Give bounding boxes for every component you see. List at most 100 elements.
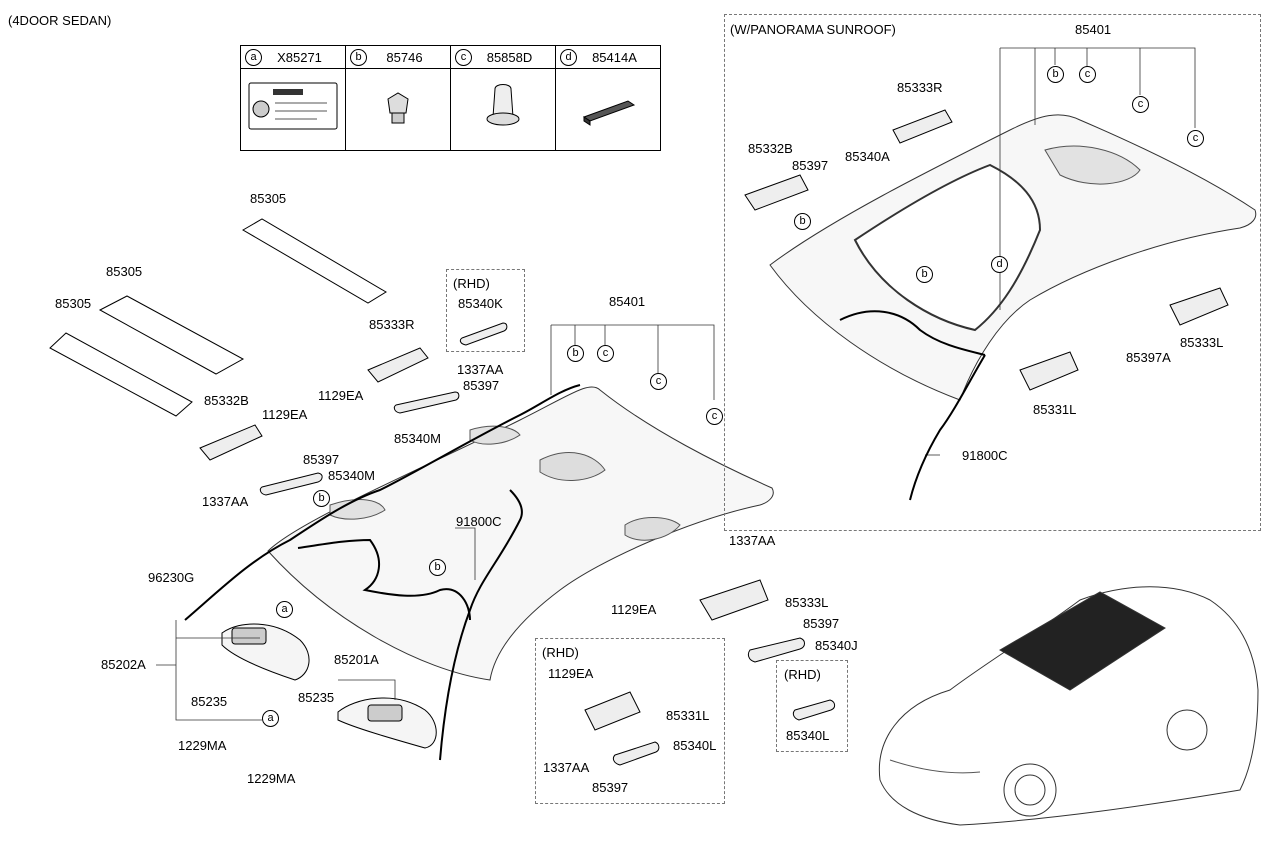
part-label-85333r-main: 85333R (369, 317, 415, 332)
handle-85340l-small (792, 699, 836, 721)
part-label-1129ea-c: 1129EA (611, 602, 657, 617)
legend-code-b: 85746 (386, 49, 423, 65)
part-label-1229ma-b: 1229MA (247, 771, 296, 786)
fastener-legend-table: a X85271 b 85746 c 85858D d 85414A (240, 45, 661, 151)
callout-main-a1: a (276, 601, 293, 618)
legend-letter-a: a (245, 48, 262, 66)
part-label-1337aa-d: 1337AA (543, 760, 590, 775)
part-label-85333r-sun: 85333R (897, 80, 943, 95)
callout-main-b3: b (429, 559, 446, 576)
part-label-85202a: 85202A (101, 657, 146, 672)
handle-85340j (747, 637, 805, 663)
part-label-85235-b: 85235 (298, 690, 335, 705)
part-label-85305-top: 85305 (250, 191, 287, 206)
part-label-85340l-a: 85340L (673, 738, 717, 753)
handle-85340l-rhd (612, 741, 660, 766)
part-label-85340m-a: 85340M (394, 431, 441, 446)
wire-harness-loop (297, 538, 471, 621)
part-label-85397-a: 85397 (463, 378, 500, 393)
sunroof-wire-91800c (839, 310, 986, 501)
part-label-1337aa-c: 1337AA (729, 533, 776, 548)
part-label-85397-sun: 85397 (792, 158, 829, 173)
callout-sun-d: d (991, 256, 1008, 273)
handle-85340m-lower (259, 472, 323, 496)
rhd-upper-label: (RHD) (453, 276, 490, 291)
part-label-1337aa-b: 1337AA (202, 494, 249, 509)
rhd-small-box (776, 660, 848, 752)
part-label-85397-c: 85397 (803, 616, 840, 631)
car-illustration (878, 586, 1259, 826)
part-label-1337aa-a: 1337AA (457, 362, 504, 377)
part-label-91800c-main: 91800C (456, 514, 502, 529)
callout-sun-b1: b (1047, 66, 1064, 83)
legend-letter-d: d (560, 48, 577, 66)
part-label-85235-a: 85235 (191, 694, 228, 709)
part-label-85397-d: 85397 (592, 780, 629, 795)
part-label-85401-main: 85401 (609, 294, 646, 309)
rhd-small-label: (RHD) (784, 667, 821, 682)
part-label-85340l-b: 85340L (786, 728, 830, 743)
bracket-85332b (199, 424, 263, 461)
callout-main-a2: a (262, 710, 279, 727)
callout-main-c2: c (650, 373, 667, 390)
label-sticker-icon (241, 69, 345, 150)
roof-cover-strip-lower (49, 332, 193, 417)
roof-cover-strip-middle (98, 295, 245, 375)
sunroof-variant-box (724, 14, 1261, 531)
callout-main-c3: c (706, 408, 723, 425)
legend-cell-a: a X85271 (241, 46, 346, 150)
part-label-85340k: 85340K (458, 296, 503, 311)
part-label-85340j: 85340J (815, 638, 858, 653)
part-label-85333l-main: 85333L (785, 595, 829, 610)
part-label-85201a: 85201A (334, 652, 379, 667)
part-label-85305-low: 85305 (55, 296, 92, 311)
part-label-96230g: 96230G (148, 570, 195, 585)
sunroof-bracket-85331l (1019, 351, 1079, 391)
sunroof-bracket-85333r (892, 109, 953, 144)
handle-85340k (459, 322, 508, 346)
legend-cell-d: d 85414A (556, 46, 660, 150)
part-label-1129ea-b: 1129EA (262, 407, 308, 422)
part-label-91800c-sun: 91800C (962, 448, 1008, 463)
sunroof-title: (W/PANORAMA SUNROOF) (730, 22, 896, 37)
part-label-85332b-sun: 85332B (748, 141, 793, 156)
legend-code-a: X85271 (277, 49, 322, 65)
part-label-85340a: 85340A (845, 149, 890, 164)
callout-sun-b2: b (794, 213, 811, 230)
callout-main-b2: b (313, 490, 330, 507)
callout-main-b1: b (567, 345, 584, 362)
part-label-85397a: 85397A (1126, 350, 1171, 365)
part-label-85340m-b: 85340M (328, 468, 375, 483)
part-label-85397-b: 85397 (303, 452, 340, 467)
rhd-lower-box (535, 638, 725, 804)
fastener-icon (451, 69, 555, 150)
clip-icon (346, 69, 450, 150)
leader-lines-main (156, 324, 940, 721)
part-label-85331l-sun: 85331L (1033, 402, 1077, 417)
part-label-85401-sun: 85401 (1075, 22, 1112, 37)
part-label-85333l-sun: 85333L (1180, 335, 1224, 350)
wire-harness-96230g (184, 384, 581, 621)
part-label-1129ea-a: 1129EA (318, 388, 364, 403)
sunroof-headliner (769, 114, 1257, 401)
sun-visor-85202a (221, 623, 310, 681)
callout-sun-b3: b (916, 266, 933, 283)
legend-code-c: 85858D (486, 49, 533, 65)
sunroof-bracket-85332b (744, 174, 809, 211)
legend-code-d: 85414A (592, 49, 637, 65)
legend-cell-b: b 85746 (346, 46, 451, 150)
part-label-85332b-main: 85332B (204, 393, 249, 408)
sun-visor-85201a (337, 697, 437, 749)
part-label-1229ma-a: 1229MA (178, 738, 227, 753)
callout-sun-c3: c (1187, 130, 1204, 147)
part-label-1129ea-d: 1129EA (548, 666, 594, 681)
roof-cover-strip-upper (242, 218, 387, 304)
callout-main-c1: c (597, 345, 614, 362)
handle-85340m-upper (393, 391, 460, 414)
part-label-85305-mid: 85305 (106, 264, 143, 279)
wire-harness-91800c (439, 489, 523, 761)
bracket-85333r (367, 347, 429, 383)
legend-cell-c: c 85858D (451, 46, 556, 150)
main-headliner (267, 386, 774, 681)
